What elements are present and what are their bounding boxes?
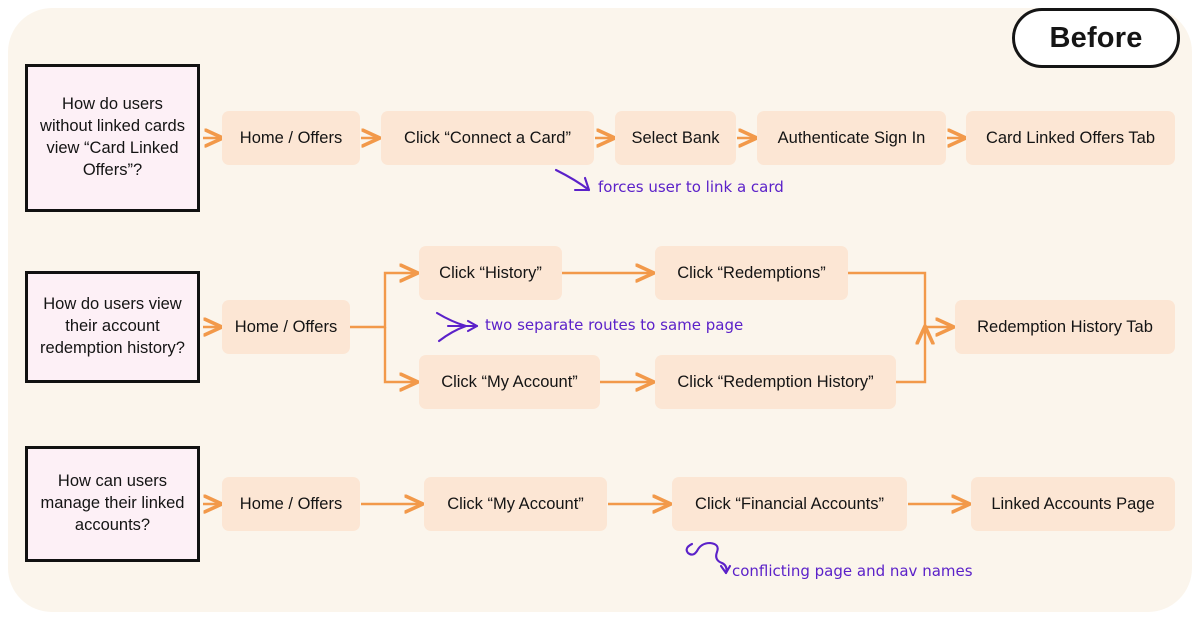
step-label: Click “Redemptions” <box>677 263 826 282</box>
annotation-row-1: forces user to link a card <box>598 178 784 196</box>
step-label: Click “Connect a Card” <box>404 128 571 147</box>
step-box-row2-home-offers[interactable]: Home / Offers <box>222 300 350 354</box>
step-box-row2-redemption-history-tab[interactable]: Redemption History Tab <box>955 300 1175 354</box>
question-text-row-3: How can users manage their linked accoun… <box>40 472 185 534</box>
step-box-row1-card-linked-offers-tab[interactable]: Card Linked Offers Tab <box>966 111 1175 165</box>
question-box-row-1: How do users without linked cards view “… <box>25 64 200 212</box>
step-box-row2-click-redemption-history[interactable]: Click “Redemption History” <box>655 355 896 409</box>
question-text-row-1: How do users without linked cards view “… <box>40 95 185 179</box>
step-label: Card Linked Offers Tab <box>985 128 1156 147</box>
step-label: Click “History” <box>439 263 542 282</box>
step-label: Click “My Account” <box>447 494 584 513</box>
step-label: Home / Offers <box>239 128 343 147</box>
step-box-row1-connect-a-card[interactable]: Click “Connect a Card” <box>381 111 594 165</box>
step-label: Authenticate Sign In <box>777 128 926 147</box>
step-box-row2-click-redemptions[interactable]: Click “Redemptions” <box>655 246 848 300</box>
step-label: Click “My Account” <box>441 372 578 391</box>
annotation-row-2: two separate routes to same page <box>485 316 744 334</box>
step-box-row1-select-bank[interactable]: Select Bank <box>615 111 736 165</box>
question-box-row-2: How do users view their account redempti… <box>25 271 200 383</box>
step-box-row3-click-financial-accounts[interactable]: Click “Financial Accounts” <box>672 477 907 531</box>
status-badge: Before <box>1012 8 1180 68</box>
annotation-row-3: conflicting page and nav names <box>732 562 973 580</box>
step-label: Linked Accounts Page <box>991 494 1155 513</box>
step-label: Click “Redemption History” <box>677 372 874 391</box>
step-box-row3-click-my-account[interactable]: Click “My Account” <box>424 477 607 531</box>
step-label: Click “Financial Accounts” <box>695 494 884 513</box>
step-box-row2-click-history[interactable]: Click “History” <box>419 246 562 300</box>
step-box-row3-linked-accounts-page[interactable]: Linked Accounts Page <box>971 477 1175 531</box>
question-text-row-2: How do users view their account redempti… <box>40 295 185 357</box>
step-label: Home / Offers <box>239 494 343 513</box>
step-label: Home / Offers <box>234 317 338 336</box>
step-box-row3-home-offers[interactable]: Home / Offers <box>222 477 360 531</box>
step-box-row1-home-offers[interactable]: Home / Offers <box>222 111 360 165</box>
step-label: Select Bank <box>631 128 720 147</box>
step-label: Redemption History Tab <box>977 317 1153 336</box>
step-box-row1-authenticate-sign-in[interactable]: Authenticate Sign In <box>757 111 946 165</box>
step-box-row2-click-my-account[interactable]: Click “My Account” <box>419 355 600 409</box>
question-box-row-3: How can users manage their linked accoun… <box>25 446 200 562</box>
badge-label: Before <box>1049 21 1143 54</box>
